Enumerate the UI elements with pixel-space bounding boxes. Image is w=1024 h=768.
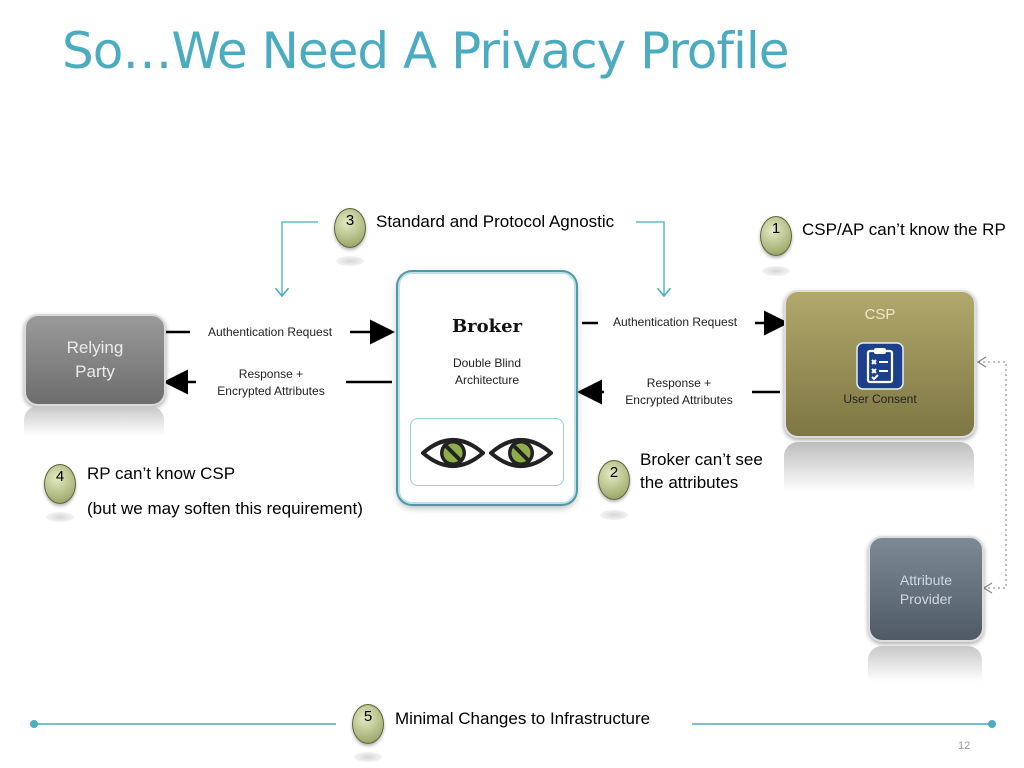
attribute-provider-label-line1: Attribute bbox=[899, 572, 953, 588]
callout-2-text-line2: the attributes bbox=[640, 473, 739, 492]
right-response-label-line2: Encrypted Attributes bbox=[625, 393, 733, 407]
slide-title: So…We Need A Privacy Profile bbox=[62, 22, 790, 80]
callout-2-badge: 2 bbox=[598, 460, 630, 500]
callout-5-text: Minimal Changes to Infrastructure bbox=[395, 709, 651, 728]
right-response-label-line1: Response + bbox=[646, 376, 712, 390]
relying-party-label-line1: Relying bbox=[66, 338, 124, 357]
attribute-provider-reflection bbox=[868, 646, 982, 682]
left-response-label-line2: Encrypted Attributes bbox=[217, 384, 325, 398]
broker-box: Broker Double Blind Architecture bbox=[398, 272, 576, 504]
broker-subtitle-line1: Double Blind bbox=[452, 356, 522, 370]
callout-4-badge: 4 bbox=[44, 464, 76, 504]
callout-3-badge: 3 bbox=[334, 208, 366, 248]
protocol-bracket-right bbox=[636, 221, 664, 296]
callout-4-text-line1: RP can’t know CSP bbox=[87, 464, 236, 483]
callout-1-text: CSP/AP can’t know the RP bbox=[802, 220, 1006, 239]
attribute-provider-box: Attribute Provider bbox=[868, 536, 984, 642]
user-consent-label: User Consent bbox=[843, 392, 917, 406]
callout-2-text-line1: Broker can’t see bbox=[640, 450, 763, 469]
attribute-provider-label-line2: Provider bbox=[899, 591, 953, 607]
csp-box: CSP User Consent bbox=[784, 290, 976, 438]
callout-3-text: Standard and Protocol Agnostic bbox=[376, 212, 615, 231]
relying-party-reflection bbox=[24, 406, 164, 436]
clipboard-checklist-icon bbox=[856, 342, 904, 390]
left-response-label-line1: Response + bbox=[238, 367, 304, 381]
callout-4-text-line2: (but we may soften this requirement) bbox=[87, 499, 363, 518]
blind-eye-icon bbox=[489, 438, 553, 468]
blind-eye-icon bbox=[421, 438, 485, 468]
broker-subtitle-line2: Architecture bbox=[454, 373, 520, 387]
callout-2-badge-shadow bbox=[600, 510, 628, 520]
left-request-label: Authentication Request bbox=[207, 325, 333, 339]
callout-1-badge-shadow bbox=[762, 266, 790, 276]
broker-title: Broker bbox=[451, 316, 523, 337]
callout-5-badge-shadow bbox=[354, 752, 382, 762]
csp-title: CSP bbox=[864, 306, 896, 323]
callout-1-badge: 1 bbox=[760, 216, 792, 256]
callout-3-badge-shadow bbox=[336, 256, 364, 266]
csp-ap-dotted-connector bbox=[976, 356, 1007, 594]
bottom-rule-left bbox=[30, 720, 336, 728]
csp-reflection bbox=[784, 442, 974, 492]
protocol-bracket-left bbox=[282, 221, 318, 296]
callout-4-badge-shadow bbox=[46, 512, 74, 522]
page-number: 12 bbox=[958, 740, 971, 752]
relying-party-box: Relying Party bbox=[24, 314, 166, 406]
callout-5-badge: 5 bbox=[352, 704, 384, 744]
broker-eyes-panel bbox=[410, 418, 564, 486]
relying-party-label-line2: Party bbox=[75, 362, 115, 381]
bottom-rule-right bbox=[692, 720, 996, 728]
right-request-label: Authentication Request bbox=[612, 315, 738, 329]
